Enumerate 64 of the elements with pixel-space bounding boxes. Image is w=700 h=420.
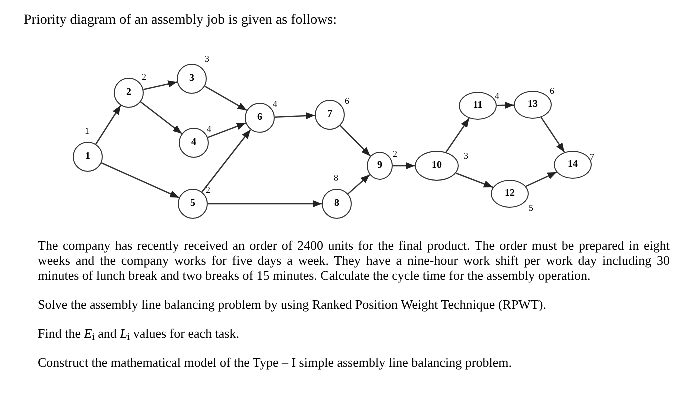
task-circle xyxy=(491,180,529,208)
arrow xyxy=(446,118,470,153)
task-time: 6 xyxy=(550,87,554,96)
task-circle xyxy=(322,189,352,219)
task-number: 9 xyxy=(378,161,382,171)
task-time: 1 xyxy=(85,127,90,136)
arrow xyxy=(526,172,558,188)
task-circle xyxy=(459,92,497,120)
arrow xyxy=(208,200,322,208)
arrow xyxy=(101,162,180,198)
task-circle xyxy=(415,151,459,181)
task-number: 7 xyxy=(328,110,332,120)
task-number: 6 xyxy=(258,113,262,123)
arrow xyxy=(274,112,316,120)
task-number: 5 xyxy=(190,199,196,209)
question-text: Construct the mathematical model of the Type – I simple assembly line balancing problem. xyxy=(38,355,513,370)
task-time: 5 xyxy=(529,204,534,213)
task-time: 8 xyxy=(334,174,338,183)
arrow xyxy=(393,162,415,170)
task-number: 10 xyxy=(432,161,442,171)
task-circle xyxy=(177,64,207,94)
task-time: 6 xyxy=(345,97,350,106)
arrow xyxy=(208,122,246,138)
task-circle xyxy=(178,189,208,219)
title: Priority diagram of an assembly job is given as follows: xyxy=(24,12,338,30)
task-time: 4 xyxy=(207,125,212,134)
task-time: 3 xyxy=(205,55,210,64)
task-circle xyxy=(179,128,209,158)
task-time: 3 xyxy=(464,152,468,161)
task-time: 2 xyxy=(142,73,146,82)
task-number: 11 xyxy=(473,101,483,111)
task-time: 4 xyxy=(495,92,500,101)
task-time: 7 xyxy=(590,153,594,162)
task-number: 13 xyxy=(528,100,538,110)
arrow xyxy=(496,102,514,110)
arrow xyxy=(204,86,248,112)
task-time: 2 xyxy=(393,150,398,159)
arrow xyxy=(456,172,494,188)
task-number: 2 xyxy=(126,88,132,98)
task-circle xyxy=(367,152,393,180)
task-number: 12 xyxy=(505,189,515,199)
task-circle xyxy=(73,142,103,172)
question-text: Find the E$_{i}$ and L$_{i}$ values for each task. xyxy=(38,326,241,341)
arrow xyxy=(340,125,372,157)
arrow xyxy=(140,102,182,134)
task-number: 8 xyxy=(334,199,340,209)
task-circle xyxy=(114,78,144,108)
task-number: 3 xyxy=(190,74,194,84)
task-number: 14 xyxy=(568,160,578,170)
task-number: 1 xyxy=(86,152,90,162)
task-circle xyxy=(514,91,552,119)
task-number: 4 xyxy=(192,138,196,148)
question-text: The company has recently received an order of 2400 units for the final product. The order must be prepared in eight weeks and the company works for five days a week. They have a nine-hour work shift per work day including 30 minutes of lunch break and two breaks of 15 minutes. Calculate the cycle time for the assembly operation. xyxy=(38,238,670,283)
arrow xyxy=(96,105,122,145)
task-time: 4 xyxy=(273,100,278,109)
arrow xyxy=(202,129,252,193)
task-circle xyxy=(554,151,592,179)
arrow xyxy=(144,80,178,90)
task-circle xyxy=(245,103,275,133)
question-text: Solve the assembly line balancing problem by using Ranked Position Weight Technique (RPWT). xyxy=(38,297,548,312)
task-circle xyxy=(315,100,345,130)
arrow xyxy=(348,174,370,195)
arrow xyxy=(540,117,566,153)
task-time: 2 xyxy=(206,186,210,195)
